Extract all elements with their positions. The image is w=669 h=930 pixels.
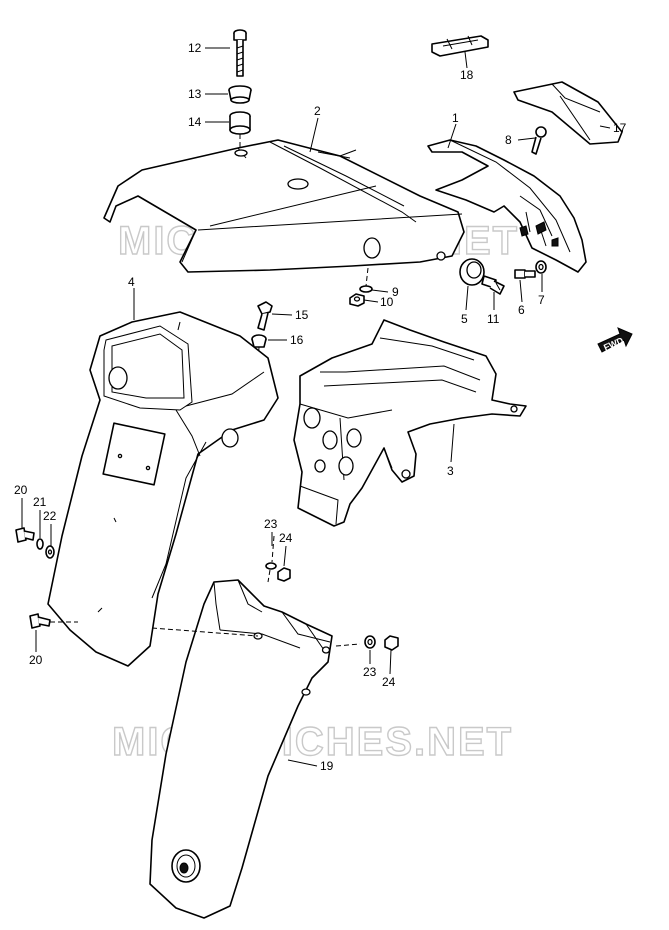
part-23-washer-lower xyxy=(364,635,376,649)
callout-3: 3 xyxy=(447,464,454,478)
part-9-washer xyxy=(359,267,373,293)
part-2-rear-fender-upper xyxy=(103,139,465,273)
callout-19: 19 xyxy=(320,759,334,773)
part-6-bolt xyxy=(514,269,536,279)
part-14-grommet xyxy=(229,111,251,150)
callout-1: 1 xyxy=(452,111,459,125)
callout-13: 13 xyxy=(188,87,202,101)
part-18-band xyxy=(431,35,489,57)
callout-12: 12 xyxy=(188,41,202,55)
callout-2: 2 xyxy=(314,104,321,118)
callout-23-upper: 23 xyxy=(264,517,278,531)
fwd-arrow-icon: FWD xyxy=(597,327,633,353)
part-24-nut-upper xyxy=(277,567,291,582)
callout-21: 21 xyxy=(33,495,47,509)
part-17-cover xyxy=(513,81,623,145)
callout-10: 10 xyxy=(380,295,394,309)
callout-16: 16 xyxy=(290,333,304,347)
part-20-bolt-upper xyxy=(15,527,35,543)
callout-18: 18 xyxy=(460,68,474,82)
part-19-mudflap xyxy=(149,579,361,919)
part-23-washer-upper xyxy=(265,535,277,583)
part-3-plate-bracket xyxy=(293,319,527,527)
part-4-rear-fender xyxy=(47,311,279,667)
callout-9: 9 xyxy=(392,285,399,299)
callouts: 12 13 14 2 1 18 8 17 9 10 5 11 6 7 4 15 … xyxy=(14,41,627,773)
callout-14: 14 xyxy=(188,115,202,129)
part-21-washer xyxy=(36,538,44,550)
part-20-bolt-lower xyxy=(29,613,78,629)
callout-17: 17 xyxy=(613,121,627,135)
part-1-tail-housing xyxy=(427,139,587,273)
callout-20-upper: 20 xyxy=(14,483,28,497)
callout-11: 11 xyxy=(487,312,500,326)
callout-24-upper: 24 xyxy=(279,531,293,545)
callout-24-lower: 24 xyxy=(382,675,396,689)
callout-22: 22 xyxy=(43,509,57,523)
callout-20-lower: 20 xyxy=(29,653,43,667)
part-8-bolt xyxy=(531,126,547,155)
part-12-bolt xyxy=(233,29,247,77)
callout-15: 15 xyxy=(295,308,309,322)
part-22-washer xyxy=(45,545,55,559)
leader-lines xyxy=(21,47,611,767)
part-11-bolt xyxy=(481,275,505,295)
callout-4: 4 xyxy=(128,275,135,289)
fwd-label: FWD xyxy=(602,335,625,353)
part-13-damper xyxy=(228,85,252,104)
callout-6: 6 xyxy=(518,303,525,317)
part-5-grommet xyxy=(459,258,485,286)
callout-5: 5 xyxy=(461,312,468,326)
callout-8: 8 xyxy=(505,133,512,147)
part-7-washer xyxy=(535,260,547,274)
part-15-bolt xyxy=(257,301,273,331)
part-24-nut-lower xyxy=(384,635,399,651)
callout-23-lower: 23 xyxy=(363,665,377,679)
part-10-nut xyxy=(349,293,365,307)
callout-7: 7 xyxy=(538,293,545,307)
